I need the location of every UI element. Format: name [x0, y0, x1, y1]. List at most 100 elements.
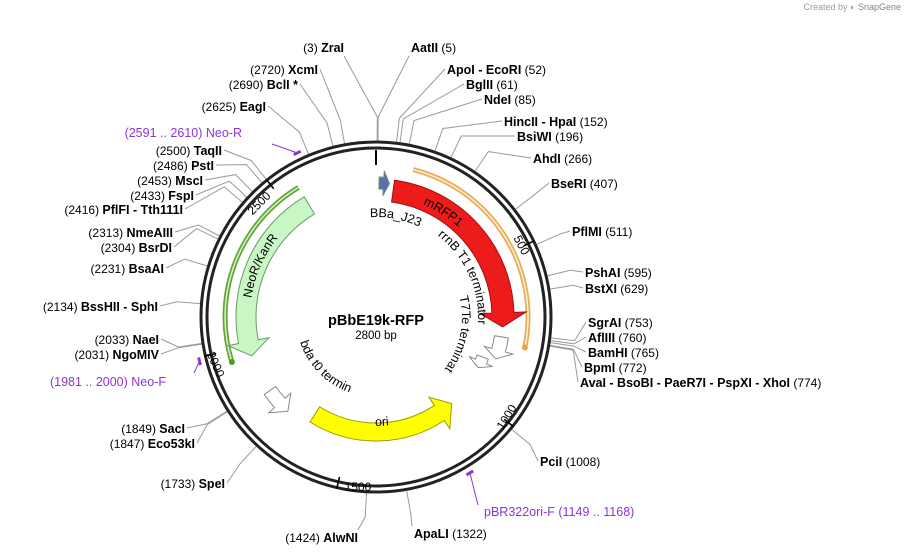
- site-leader-fspi: [195, 180, 248, 198]
- primer-name: pBR322ori-F: [484, 505, 555, 519]
- site-name: XcmI: [288, 63, 318, 77]
- primer-range: (2591 .. 2610): [125, 126, 206, 140]
- site-leader-ngomiv: [160, 343, 203, 355]
- primer-leader-pbr322ori-f: [469, 472, 479, 506]
- site-position: (2720): [250, 63, 288, 77]
- site-label-avai-bsobi-paer7i-pspxi-xhoi[interactable]: AvaI - BsoBI - PaeR7I - PspXI - XhoI (77…: [580, 376, 821, 390]
- site-label-aatii[interactable]: AatII (5): [411, 41, 456, 55]
- site-name: PflMI: [572, 225, 602, 239]
- site-name: NaeI: [133, 333, 159, 347]
- primer-label-pbr322ori-f[interactable]: pBR322ori-F (1149 .. 1168): [484, 505, 634, 519]
- site-position: (629): [617, 282, 648, 296]
- snapgene-credit: Created by ◐ SnapGene: [803, 2, 901, 12]
- site-position: (196): [552, 130, 583, 144]
- primer-label-neo-r[interactable]: (2591 .. 2610) Neo-R: [125, 126, 242, 140]
- site-label-fspi[interactable]: (2433) FspI: [130, 189, 194, 203]
- site-leader-bseri: [514, 182, 550, 210]
- site-label-ahdi[interactable]: AhdI (266): [533, 152, 592, 166]
- site-label-bcli[interactable]: (2690) BclI *: [229, 78, 298, 92]
- tick-label-1000: 1000: [494, 402, 520, 432]
- feature-neor-kanr[interactable]: [226, 196, 316, 357]
- site-leader-xcmi: [319, 68, 346, 144]
- outer-feature-arcs: [222, 167, 531, 365]
- site-label-eagi[interactable]: (2625) EagI: [202, 100, 266, 114]
- site-label-spei[interactable]: (1733) SpeI: [161, 477, 225, 491]
- primer-mark-pbr322ori-f[interactable]: [465, 469, 474, 477]
- site-name: EagI: [240, 100, 266, 114]
- site-label-bsaai[interactable]: (2231) BsaAI: [91, 262, 164, 276]
- site-label-ndei[interactable]: NdeI (85): [484, 93, 536, 107]
- site-label-psti[interactable]: (2486) PstI: [153, 159, 214, 173]
- site-label-apoi-ecori[interactable]: ApoI - EcoRI (52): [447, 63, 546, 77]
- site-name: PshAI: [585, 266, 620, 280]
- site-leader-ahdi: [474, 151, 532, 172]
- site-label-msci[interactable]: (2453) MscI: [137, 174, 203, 188]
- plasmid-size: 2800 bp: [355, 330, 397, 342]
- site-label-pflfi-tth111i[interactable]: (2416) PflFI - Tth111I: [64, 203, 183, 217]
- site-label-saci[interactable]: (1849) SacI: [121, 422, 185, 436]
- site-leader-nmeaiii: [174, 224, 220, 237]
- site-position: (595): [620, 266, 651, 280]
- plasmid-name: pBbE19k-RFP: [328, 313, 424, 329]
- site-position: (2416): [64, 203, 102, 217]
- site-label-bstxi[interactable]: BstXI (629): [585, 282, 648, 296]
- site-label-nmeaiii[interactable]: (2313) NmeAIII: [88, 226, 173, 240]
- site-label-hincii-hpai[interactable]: HincII - HpaI (152): [504, 115, 608, 129]
- site-name: BsiWI: [517, 130, 552, 144]
- primer-name: Neo-R: [206, 126, 242, 140]
- site-label-eco53ki[interactable]: (1847) Eco53kI: [110, 437, 195, 451]
- tick-mark-1000: [503, 418, 515, 428]
- site-leader-eagi: [267, 105, 310, 155]
- site-position: (2433): [130, 189, 168, 203]
- feature-mrfp1[interactable]: [391, 179, 528, 328]
- site-name: BssHII - SphI: [81, 300, 158, 314]
- site-leader-apali: [406, 490, 413, 527]
- feature-bba-j23105[interactable]: [378, 170, 391, 197]
- feature-lambda-t0-terminator[interactable]: [263, 385, 292, 414]
- site-label-pshai[interactable]: PshAI (595): [585, 266, 652, 280]
- site-leader-msci: [204, 174, 253, 193]
- site-label-xcmi[interactable]: (2720) XcmI: [250, 63, 318, 77]
- site-label-sgrai[interactable]: SgrAI (753): [588, 316, 653, 330]
- site-label-apali[interactable]: ApaLI (1322): [414, 527, 487, 541]
- site-label-bamhi[interactable]: BamHI (765): [588, 346, 659, 360]
- site-label-naei[interactable]: (2033) NaeI: [95, 333, 159, 347]
- feature-ori[interactable]: [309, 396, 453, 442]
- site-position: (1849): [121, 422, 159, 436]
- site-label-taqii[interactable]: (2500) TaqII: [156, 144, 222, 158]
- site-leader-bglii: [399, 83, 465, 143]
- site-label-bpmi[interactable]: BpmI (772): [584, 361, 647, 375]
- site-label-pflmi[interactable]: PflMI (511): [572, 225, 632, 239]
- outer-arc-highlight-1: [224, 186, 299, 363]
- site-position: (85): [511, 93, 536, 107]
- site-name: HincII - HpaI: [504, 115, 576, 129]
- outer-arc-highlight-0: [412, 168, 529, 348]
- site-position: (3): [303, 41, 321, 55]
- site-leader-eco53ki: [196, 411, 228, 444]
- site-label-afliii[interactable]: AflIII (760): [588, 331, 646, 345]
- credit-prefix: Created by: [803, 2, 848, 12]
- site-position: (774): [790, 376, 821, 390]
- site-name: AvaI - BsoBI - PaeR7I - PspXI - XhoI: [580, 376, 790, 390]
- feature-rrnb-t1-terminator[interactable]: [482, 335, 515, 360]
- primer-mark-neo-r[interactable]: [293, 149, 302, 157]
- site-label-alwni[interactable]: (1424) AlwNI: [285, 531, 358, 545]
- site-label-bseri[interactable]: BseRI (407): [551, 177, 618, 191]
- tick-mark-2000: [204, 352, 217, 357]
- site-label-ngomiv[interactable]: (2031) NgoMIV: [74, 348, 159, 362]
- feature-t7te-terminator[interactable]: [468, 354, 493, 369]
- site-label-pcii[interactable]: PciI (1008): [540, 455, 600, 469]
- site-position: (511): [602, 225, 632, 239]
- site-label-bsrdi[interactable]: (2304) BsrDI: [101, 241, 172, 255]
- primer-label-neo-f[interactable]: (1981 .. 2000) Neo-F: [50, 375, 166, 389]
- site-label-zrai[interactable]: (3) ZraI: [303, 41, 344, 55]
- site-label-bsiwi[interactable]: BsiWI (196): [517, 130, 583, 144]
- primer-mark-neo-f[interactable]: [197, 357, 202, 366]
- site-position: (2033): [95, 333, 133, 347]
- site-label-bglii[interactable]: BglII (61): [466, 78, 518, 92]
- site-name: BstXI: [585, 282, 617, 296]
- primer-range: (1981 .. 2000): [50, 375, 131, 389]
- site-label-bsshii-sphi[interactable]: (2134) BssHII - SphI: [43, 300, 158, 314]
- site-leader-naei: [160, 338, 203, 348]
